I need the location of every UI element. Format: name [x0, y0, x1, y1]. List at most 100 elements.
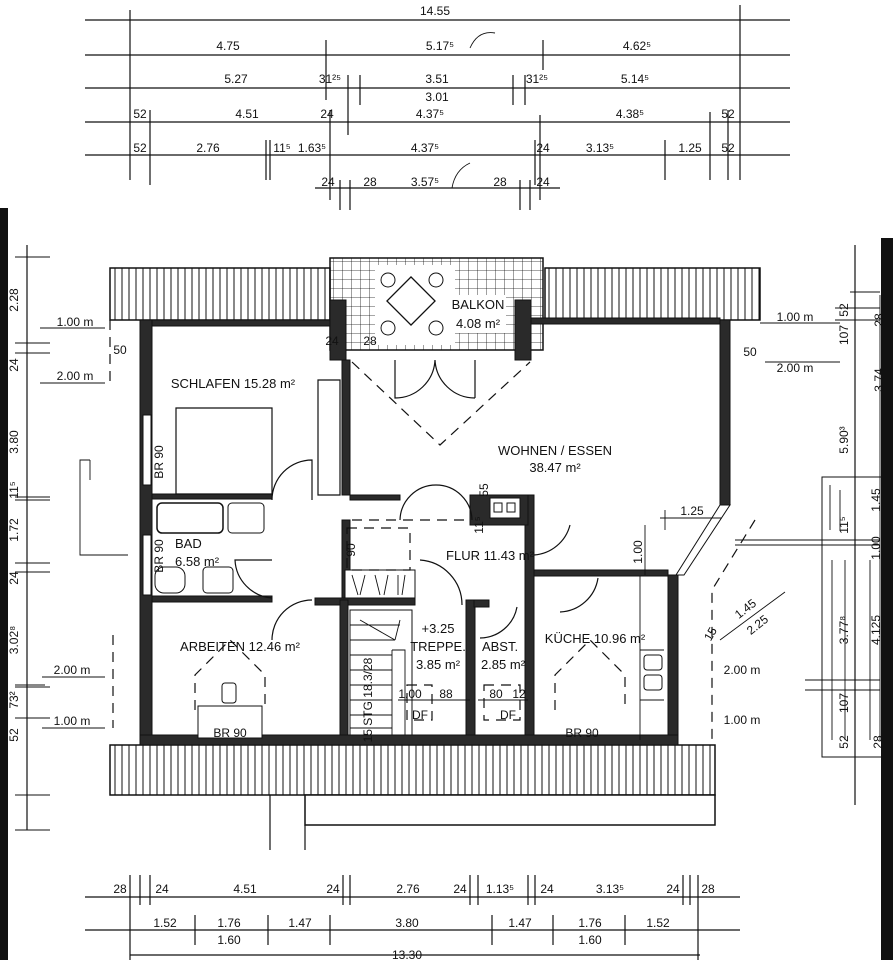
stairs-note: 15 STG 18.3/28 [361, 657, 375, 742]
doors: 15 STG 18.3/28 [175, 359, 599, 742]
right-dimensions: 1.00 m 50 2.00 m 2.00 m 1.00 m 52 107 28… [724, 245, 886, 805]
dim-label: 2.28 [7, 288, 21, 312]
dim-label: 1.72 [7, 518, 21, 542]
dim-label: 11⁵ [7, 481, 21, 498]
dim-label: 11⁵ [472, 516, 486, 533]
dim-label: 1.76 [217, 916, 241, 930]
dim-label: 28 [872, 313, 886, 327]
dim-label: 1.13⁵ [486, 882, 514, 896]
height-mark: 2.00 m [54, 663, 91, 677]
dim-label: 80 [489, 687, 503, 701]
height-mark: 50 [743, 345, 757, 359]
dim-label: 3.02⁸ [7, 626, 21, 654]
dim-label: 24 [540, 882, 554, 896]
room-name-bad: BAD [175, 536, 202, 551]
height-mark: 1.00 m [777, 310, 814, 324]
dim-label: 107 [837, 325, 851, 345]
dim-label: 28 [701, 882, 715, 896]
height-mark: 2.00 m [724, 663, 761, 677]
shower-icon [202, 566, 234, 594]
dim-label: 11⁵ [837, 516, 851, 533]
balcony: BALKON 4.08 m² [329, 257, 544, 351]
height-mark: 1.00 m [54, 714, 91, 728]
dim-label: 31²⁵ [526, 72, 548, 86]
dim-label: 1.00 [869, 536, 883, 560]
dim-label: 1.25 [680, 504, 704, 518]
dim-label: 12 [512, 687, 526, 701]
height-mark: 2.00 m [57, 369, 94, 383]
dim-label: 4.62⁵ [623, 39, 651, 53]
dim-label: 1.47 [288, 916, 312, 930]
dim-label: 52 [837, 303, 851, 317]
dim-label: 11⁵ [273, 141, 290, 155]
staircase: 15 STG 18.3/28 [349, 609, 413, 742]
dim-label: 5.14⁵ [621, 72, 649, 86]
dim-label: 28 [363, 334, 377, 348]
dim-label: 1.25 [678, 141, 702, 155]
dim-label: 24 [320, 107, 334, 121]
room-area-bad: 6.58 m² [175, 554, 220, 569]
room-label-arbeiten: ARBEITEN 12.46 m² [180, 639, 301, 654]
dim-label: 52 [721, 141, 735, 155]
dim-label: 5.90³ [837, 426, 851, 453]
room-name-balkon: BALKON [452, 297, 505, 312]
bathtub-icon [156, 502, 224, 534]
dim-overall-depth: 13.30 [392, 948, 422, 960]
height-mark: 50 [113, 343, 127, 357]
stair-level: +3.25 [422, 621, 455, 636]
dim-label: 1.00 [398, 687, 422, 701]
dim-label: 24 [321, 175, 335, 189]
room-label-schlafen: SCHLAFEN 15.28 m² [171, 376, 296, 391]
dim-label: 52 [7, 728, 21, 742]
interior-dimensions: 24 28 55 11⁵ 90 1.00 88 80 12 1.25 1.00 … [325, 334, 786, 740]
dim-label: 4.38⁵ [616, 107, 644, 121]
check-mark-icon [451, 162, 471, 189]
dim-label: 2.76 [196, 141, 220, 155]
dim-label: 1.52 [153, 916, 177, 930]
dim-label: 3.80 [7, 430, 21, 454]
window-label: BR 90 [152, 445, 166, 479]
dim-label: 28 [493, 175, 507, 189]
skylight-label: DF [500, 708, 516, 722]
room-name-treppe: TREPPE. [410, 639, 466, 654]
room-labels: SCHLAFEN 15.28 m² WOHNEN / ESSEN 38.47 m… [171, 376, 646, 672]
top-dimensions: 14.55 4.75 5.17⁵ 4.62⁵ 5.27 31²⁵ 3.51 3.… [85, 4, 790, 210]
window-label: BR 90 [213, 726, 247, 740]
screen-edge-right [881, 238, 893, 960]
dim-label: 52 [133, 107, 147, 121]
dim-label: 5.27 [224, 72, 248, 86]
dim-label: 88 [439, 687, 453, 701]
dim-label: 4.51 [233, 882, 257, 896]
dim-label: 3.01 [425, 90, 449, 104]
dim-label: 3.80 [395, 916, 419, 930]
room-area-balkon: 4.08 m² [456, 316, 501, 331]
dim-label: 5.17⁵ [426, 39, 454, 53]
dim-label: 4.75 [216, 39, 240, 53]
table-chairs-icon [380, 272, 444, 336]
toilet-icon [154, 566, 186, 594]
dim-label: 3.51 [425, 72, 449, 86]
dim-label: 28 [113, 882, 127, 896]
dim-label: 28 [871, 735, 885, 749]
room-area-treppe: 3.85 m² [416, 657, 461, 672]
dim-label: 24 [666, 882, 680, 896]
bottom-dimensions: 28 24 4.51 24 2.76 24 1.13⁵ 24 3.13⁵ 24 … [85, 875, 740, 960]
dim-label: 1.60 [217, 933, 241, 947]
washbasin-icon [227, 502, 265, 534]
window-label: BR 90 [152, 539, 166, 573]
dim-label: 107 [837, 693, 851, 713]
dim-label: 73² [7, 691, 21, 708]
fixtures [154, 502, 664, 740]
dim-label: 4.51 [235, 107, 259, 121]
dim-label: 24 [325, 334, 339, 348]
dim-label: 4.37⁵ [411, 141, 439, 155]
height-mark: 1.00 m [724, 713, 761, 727]
dim-label: 1.52 [646, 916, 670, 930]
dim-label: 24 [453, 882, 467, 896]
dim-label: 1.45 [869, 488, 883, 512]
skylight-label: DF [412, 708, 428, 722]
room-name-abst: ABST. [482, 639, 518, 654]
dim-label: 31²⁵ [319, 72, 341, 86]
dim-label: 24 [536, 141, 550, 155]
dim-label: 2.25 [744, 612, 771, 638]
